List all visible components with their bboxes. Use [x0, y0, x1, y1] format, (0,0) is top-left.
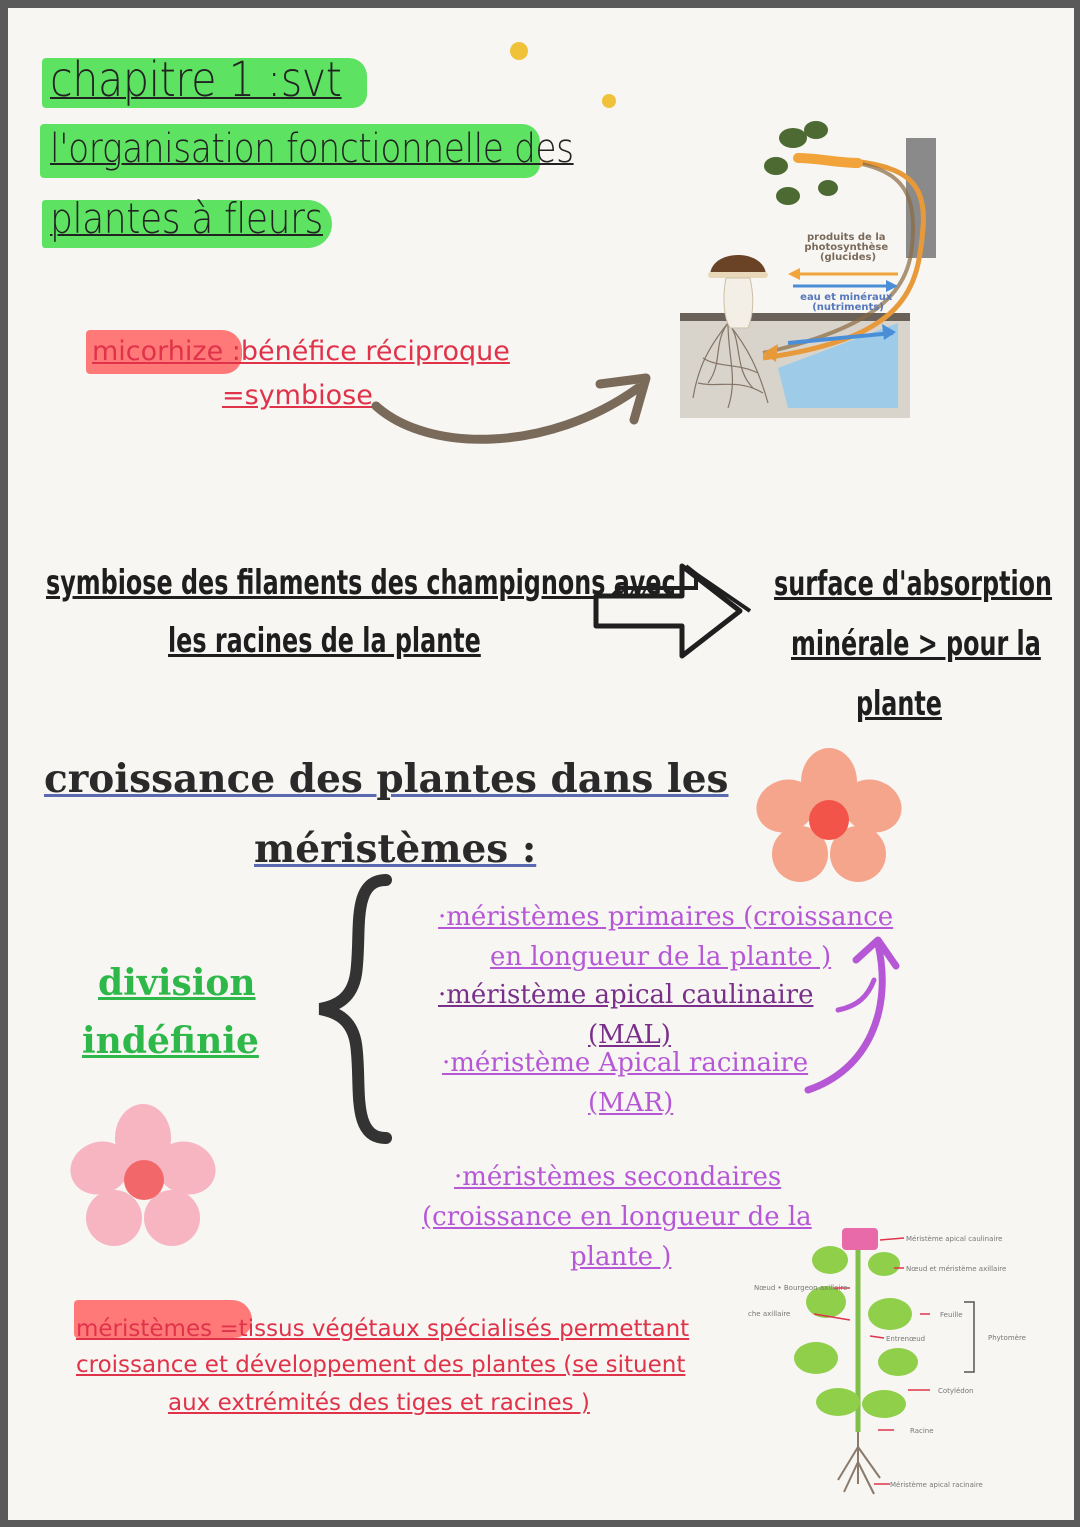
decor-dot — [510, 42, 528, 60]
symbiosis-right-line-3: plante — [856, 684, 942, 724]
title-line-2: l'organisation fonctionnelle des — [50, 126, 574, 172]
growth-heading-line-2: méristèmes : — [254, 826, 537, 872]
mal-line-2: (MAL) — [588, 1020, 671, 1050]
label-noeud: Nœud et méristème axillaire — [906, 1265, 1006, 1273]
symbiosis-right-line-2: minérale > pour la — [791, 624, 1041, 664]
label-racine: Racine — [910, 1427, 934, 1435]
secondary-meristem-line-3: plante ) — [570, 1242, 672, 1272]
red-highlight-meristemes — [74, 1300, 252, 1338]
curly-brace-icon — [318, 874, 392, 1144]
mar-line-2: (MAR) — [588, 1088, 674, 1118]
primary-meristem-line-1: ·méristèmes primaires (croissance — [438, 902, 894, 932]
mar-line-1: ·méristème Apical racinaire — [442, 1048, 809, 1078]
title-line-3: plantes à fleurs — [50, 194, 323, 243]
notes-page: chapitre 1 :svt l'organisation fonctionn… — [8, 8, 1074, 1520]
label-apical-racinaire: Méristème apical racinaire — [890, 1481, 983, 1489]
micorhize-line-2: =symbiose — [222, 380, 373, 411]
growth-heading-line-1: croissance des plantes dans les — [44, 756, 729, 802]
title-highlight-2 — [40, 124, 540, 178]
micorhize-line-1: micorhize :bénéfice réciproque — [92, 336, 510, 367]
label-feuille: Feuille — [940, 1311, 963, 1319]
label-axillaire: che axillaire — [748, 1310, 790, 1318]
flower-icon — [70, 1104, 216, 1246]
block-arrow-icon — [593, 563, 752, 659]
division-label: division — [98, 962, 256, 1004]
label-entrenoeud: Entrenœud — [886, 1335, 925, 1343]
title-highlight-1 — [42, 58, 367, 108]
definition-line-2: croissance et développement des plantes … — [76, 1352, 686, 1378]
curved-arrow-icon — [371, 373, 651, 444]
label-cotyledon: Cotylédon — [938, 1387, 973, 1395]
label-apical-caulinaire: Méristème apical caulinaire — [906, 1235, 1002, 1243]
symbiosis-left-line-2: les racines de la plante — [168, 621, 481, 661]
purple-arrow-icon — [804, 936, 900, 1094]
secondary-meristem-line-2: (croissance en longueur de la — [422, 1202, 812, 1232]
mycorrhiza-diagram: produits de la photosynthèse (glucides) … — [680, 121, 936, 418]
svg-text:eau et minéraux (nutrime: eau et minéraux (nutriments) — [800, 291, 896, 313]
flower-icon — [756, 748, 902, 882]
symbiosis-right-line-1: surface d'absorption — [774, 564, 1053, 604]
svg-text:produits de la photosynt: produits de la photosynthèse (glucides) — [804, 232, 891, 263]
title-highlight-3 — [42, 200, 332, 248]
label-phytomere: Phytomère — [988, 1334, 1026, 1342]
mal-line-1: ·méristème apical caulinaire — [438, 980, 814, 1010]
decor-dot — [602, 94, 616, 108]
red-highlight-micorhize — [86, 330, 242, 374]
secondary-meristem-line-1: ·méristèmes secondaires — [454, 1162, 782, 1192]
plant-anatomy-diagram: Méristème apical caulinaire Nœud et méri… — [748, 1228, 1026, 1495]
label-bourgeon: Nœud • Bourgeon axillaire — [754, 1284, 847, 1292]
primary-meristem-line-2: en longueur de la plante ) — [490, 942, 832, 972]
definition-line-3: aux extrémités des tiges et racines ) — [168, 1390, 590, 1416]
indefinie-label: indéfinie — [82, 1020, 259, 1062]
symbiosis-left-line-1: symbiose des filaments des champignons a… — [46, 563, 676, 603]
definition-line-1: méristèmes =tissus végétaux spécialisés … — [76, 1316, 690, 1342]
title-line-1: chapitre 1 :svt — [50, 52, 342, 108]
